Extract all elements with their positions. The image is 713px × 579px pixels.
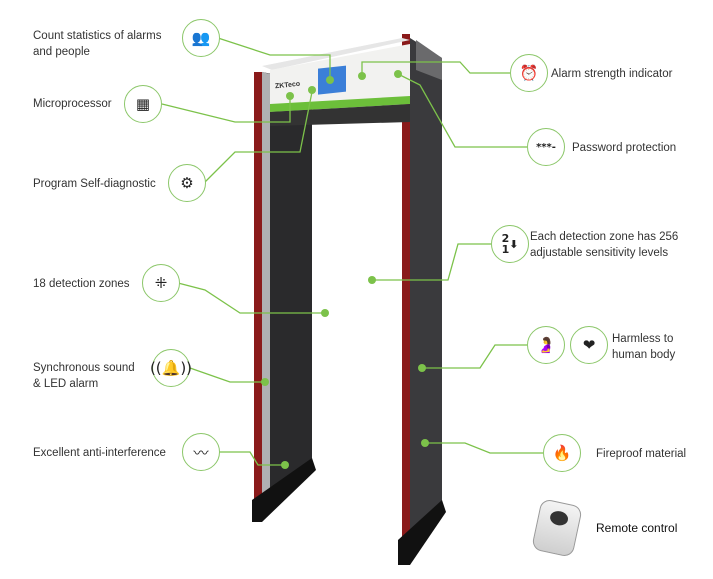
gear-check-icon: ⚙ [168, 164, 206, 202]
feature-sound-led-alarm: Synchronous sound & LED alarm [33, 360, 135, 392]
glyph-top: 2 [501, 232, 510, 245]
feature-sensitivity: Each detection zone has 256 adjustable se… [530, 229, 678, 261]
feature-remote-control: Remote control [596, 521, 678, 535]
label-line: Harmless to [612, 333, 674, 345]
label-line: Each detection zone has 256 [530, 231, 679, 243]
pregnant-woman-icon: 🤰 [527, 326, 565, 364]
label-line: and people [33, 46, 90, 58]
feature-microprocessor: Microprocessor [33, 98, 112, 110]
feature-self-diagnostic: Program Self-diagnostic [33, 178, 156, 190]
glyph-bottom: 1 [501, 243, 510, 256]
label-line: Count statistics of alarms [33, 30, 162, 42]
feature-count-statistics: Count statistics of alarms and people [33, 28, 161, 60]
feature-anti-interference: Excellent anti-interference [33, 447, 166, 459]
feature-password: Password protection [572, 142, 677, 154]
alarm-clock-icon: ⏰ [510, 54, 548, 92]
people-group-icon: 👥 [182, 19, 220, 57]
feature-alarm-strength: Alarm strength indicator [551, 68, 673, 80]
no-fire-icon: 🔥 [543, 434, 581, 472]
label-line: Synchronous sound [33, 362, 135, 374]
chip-icon: ▦ [124, 85, 162, 123]
label-line: & LED alarm [33, 378, 99, 390]
label-line: human body [612, 349, 676, 361]
feature-fireproof: Fireproof material [596, 448, 687, 460]
zones-grid-icon: ⁜ [142, 264, 180, 302]
alarm-sound-icon: ((🔔)) [150, 349, 192, 387]
feature-detection-zones: 18 detection zones [33, 278, 130, 290]
heart-rate-icon: ❤ [570, 326, 608, 364]
waveform-icon: 〰 [182, 433, 220, 471]
feature-harmless: Harmless to human body [612, 331, 675, 363]
label-line: adjustable sensitivity levels [530, 247, 669, 259]
password-icon: ***- [527, 128, 565, 166]
